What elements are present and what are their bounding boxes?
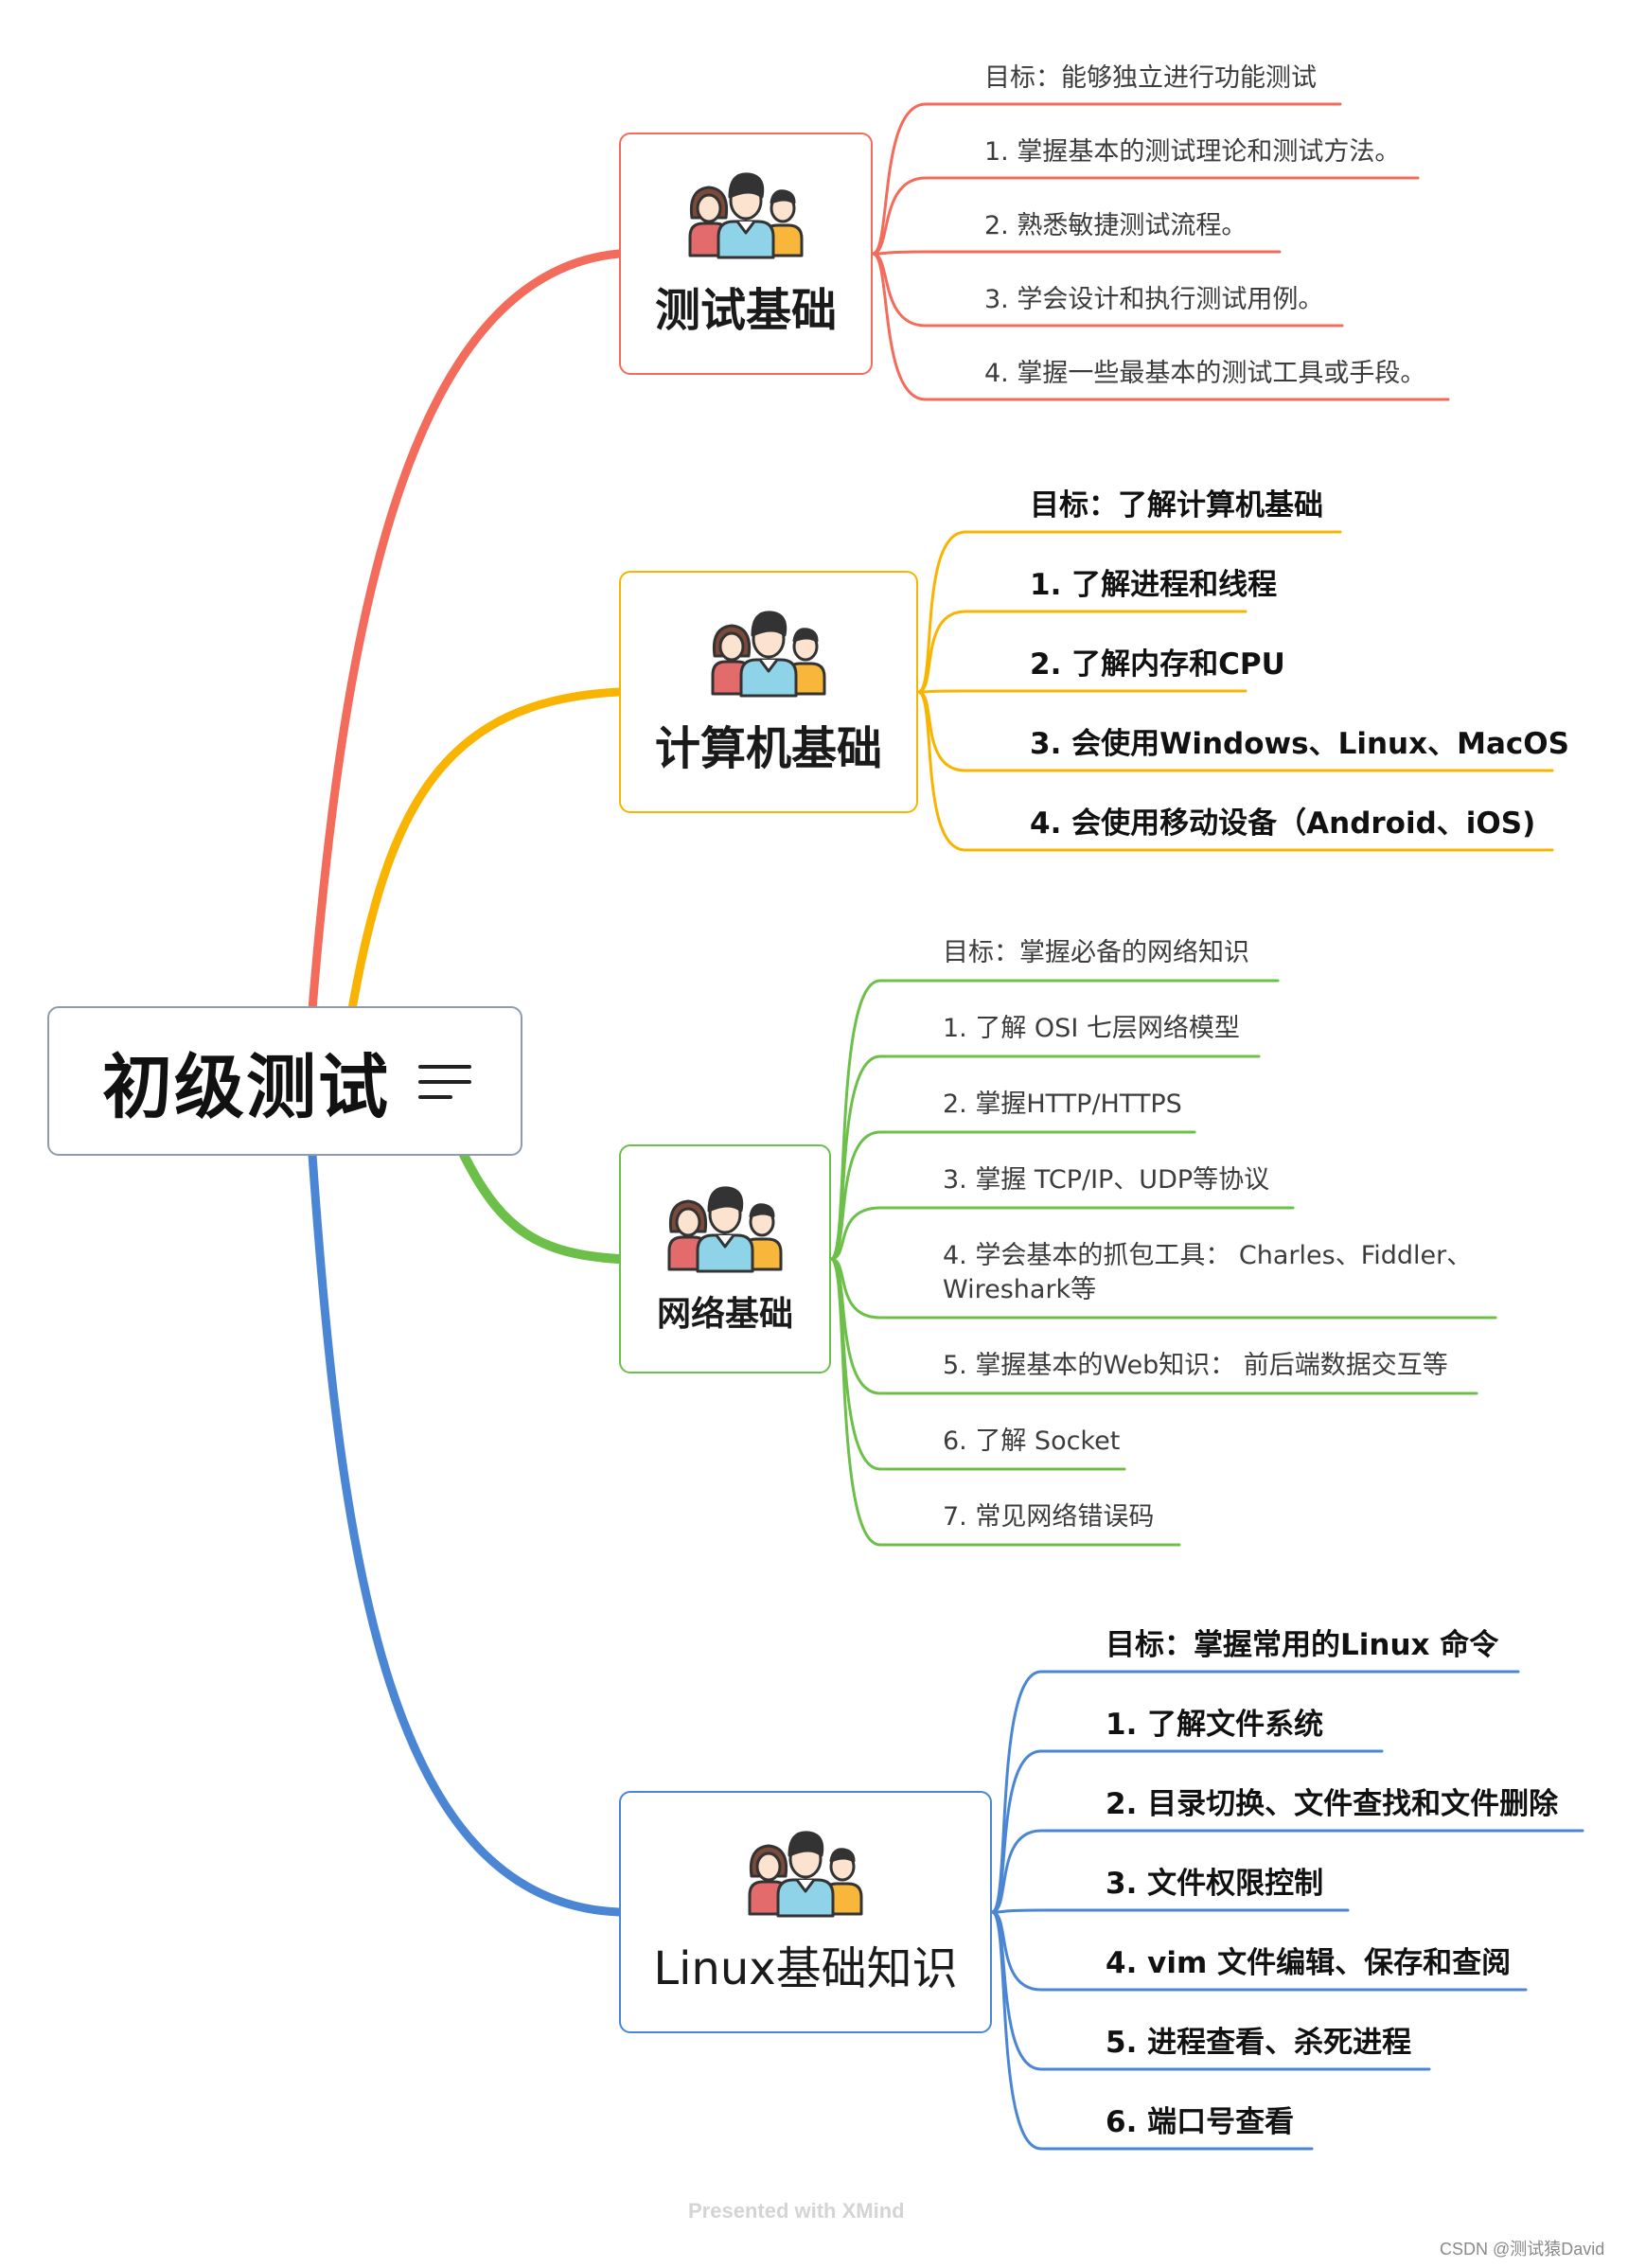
branch-title: 计算机基础: [654, 722, 882, 775]
leaf-item: 4. vim 文件编辑、保存和查阅: [1106, 1946, 1512, 1980]
root-topic[interactable]: 初级测试: [47, 1006, 522, 1156]
people-group-icon: [748, 1831, 863, 1918]
leaf-item: 2. 掌握HTTP/HTTPS: [943, 1090, 1182, 1119]
leaf-item: 2. 了解内存和CPU: [1030, 647, 1285, 682]
leaf-goal: 目标：能够独立进行功能测试: [984, 63, 1317, 93]
leaf-item: 3. 文件权限控制: [1106, 1867, 1324, 1901]
watermark: CSDN @测试猿David: [1440, 2240, 1605, 2259]
branch-box-network-basics[interactable]: 网络基础: [619, 1144, 831, 1373]
leaf-item: 1. 了解文件系统: [1106, 1708, 1324, 1742]
people-group-icon: [711, 611, 826, 698]
leaf-item: 5. 进程查看、杀死进程: [1106, 2026, 1412, 2060]
footer-credit: Presented with XMind: [688, 2199, 905, 2223]
leaf-item: 2. 目录切换、文件查找和文件删除: [1106, 1787, 1559, 1821]
leaf-goal: 目标：掌握必备的网络知识: [943, 938, 1249, 967]
people-group-icon: [667, 1186, 783, 1273]
leaf-goal: 目标：掌握常用的Linux 命令: [1106, 1628, 1499, 1662]
branch-title: Linux基础知识: [653, 1942, 958, 1995]
leaf-item: 1. 了解 OSI 七层网络模型: [943, 1014, 1240, 1043]
leaf-item: 3. 掌握 TCP/IP、UDP等协议: [943, 1165, 1270, 1195]
branch-box-linux-basics[interactable]: Linux基础知识: [619, 1791, 992, 2033]
people-group-icon: [688, 172, 804, 259]
leaf-item: 4. 掌握一些最基本的测试工具或手段。: [984, 359, 1426, 388]
leaf-item: 2. 熟悉敏捷测试流程。: [984, 211, 1248, 240]
leaf-item: 3. 会使用Windows、Linux、MacOS: [1030, 727, 1569, 761]
leaf-item: 3. 学会设计和执行测试用例。: [984, 285, 1324, 314]
leaf-item: 1. 掌握基本的测试理论和测试方法。: [984, 137, 1401, 167]
leaf-item: 6. 端口号查看: [1106, 2105, 1295, 2139]
branch-box-testing-basics[interactable]: 测试基础: [619, 133, 873, 375]
menu-lines-icon: [418, 1059, 471, 1103]
leaf-item: 6. 了解 Socket: [943, 1426, 1121, 1456]
leaf-item-continued: Wireshark等: [943, 1275, 1097, 1304]
branch-title: 网络基础: [656, 1295, 793, 1334]
leaf-item: 1. 了解进程和线程: [1030, 568, 1278, 602]
branch-title: 测试基础: [654, 284, 837, 337]
leaf-item: 7. 常见网络错误码: [943, 1502, 1155, 1532]
branch-box-computer-basics[interactable]: 计算机基础: [619, 571, 918, 813]
leaf-goal: 目标：了解计算机基础: [1030, 488, 1323, 523]
root-title: 初级测试: [102, 1046, 390, 1128]
leaf-item: 5. 掌握基本的Web知识： 前后端数据交互等: [943, 1351, 1448, 1380]
leaf-item: 4. 会使用移动设备（Android、iOS): [1030, 806, 1536, 841]
leaf-item: 4. 学会基本的抓包工具： Charles、Fiddler、: [943, 1241, 1473, 1270]
